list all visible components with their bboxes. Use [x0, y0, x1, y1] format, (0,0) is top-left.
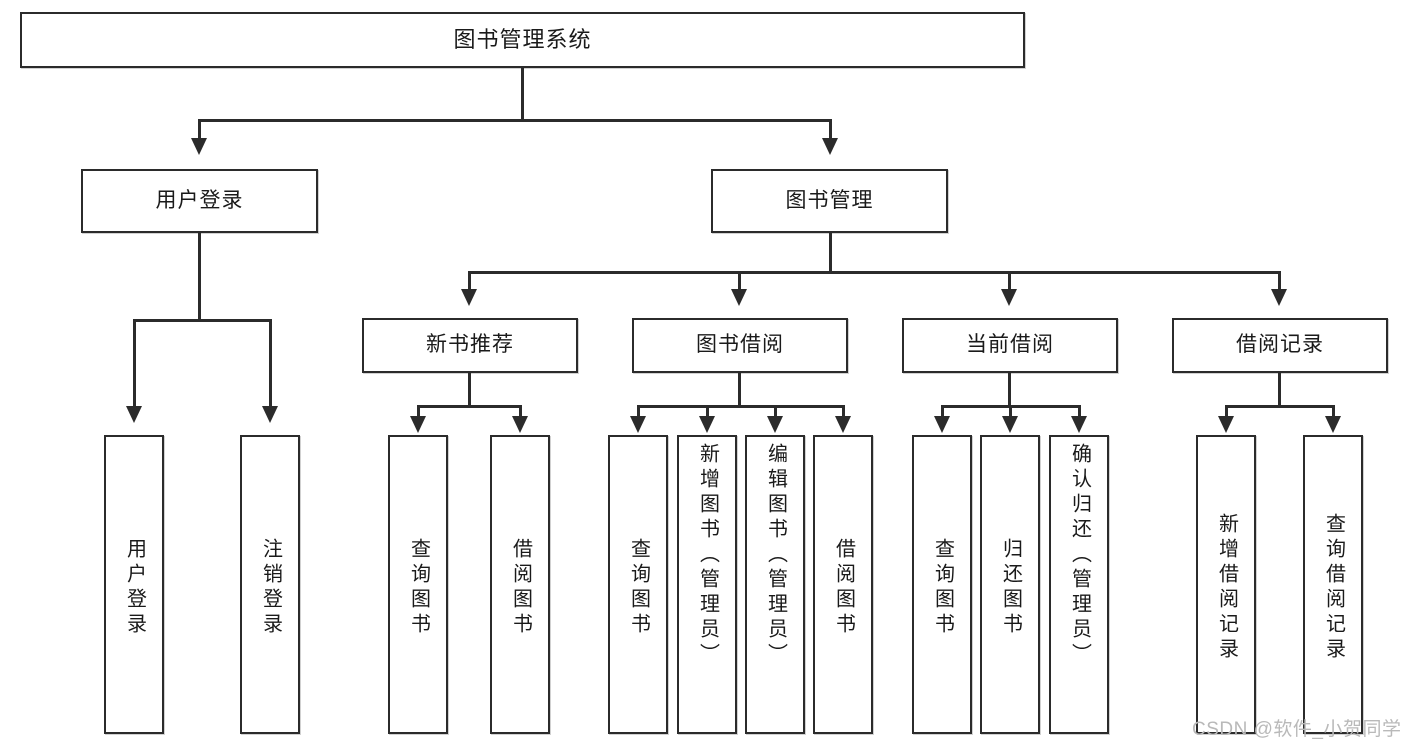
- node-borrow-record[interactable]: 借阅记录: [1172, 318, 1388, 373]
- leaf-return-book[interactable]: 归还图书: [980, 435, 1040, 734]
- connector-bookborrow-drop-2: [706, 405, 709, 417]
- connector-level3-drop-4: [1278, 271, 1281, 290]
- node-label: 借阅记录: [1236, 333, 1324, 357]
- connector-user-login-drop-1: [133, 319, 136, 407]
- connector-book-management-stem: [829, 233, 832, 273]
- connector-borrowrecord-bus: [1225, 405, 1335, 408]
- watermark-text: CSDN @软件_小贺同学: [1192, 719, 1402, 740]
- node-book-management[interactable]: 图书管理: [711, 169, 948, 233]
- leaf-user-login[interactable]: 用户登录: [104, 435, 164, 734]
- arrow-to-book-management: [822, 138, 838, 155]
- connector-level3-drop-1: [468, 271, 471, 290]
- arrow-to-leaf-borrow-book-1: [512, 416, 528, 433]
- connector-recommend-drop-1: [417, 405, 420, 417]
- arrow-to-leaf-query-book-3: [934, 416, 950, 433]
- leaf-edit-book-admin[interactable]: 编辑图书（管理员）: [745, 435, 805, 734]
- arrow-to-leaf-borrow-book-2: [835, 416, 851, 433]
- arrow-to-borrow-record: [1271, 289, 1287, 306]
- arrow-to-current-borrow: [1001, 289, 1017, 306]
- connector-bookborrow-bus: [637, 405, 845, 408]
- connector-currentborrow-drop-3: [1078, 405, 1081, 417]
- leaf-label: 查询借阅记录: [1322, 512, 1345, 663]
- arrow-to-leaf-query-record: [1325, 416, 1341, 433]
- leaf-label: 归还图书: [999, 537, 1022, 638]
- connector-bookborrow-drop-1: [637, 405, 640, 417]
- node-label: 图书管理: [785, 188, 874, 212]
- arrow-to-leaf-return-book: [1002, 416, 1018, 433]
- connector-recommend-drop-2: [519, 405, 522, 417]
- node-current-borrow[interactable]: 当前借阅: [902, 318, 1118, 373]
- connector-user-login-bus: [133, 319, 271, 322]
- leaf-query-book-current[interactable]: 查询图书: [912, 435, 972, 734]
- leaf-label: 借阅图书: [509, 537, 532, 638]
- node-user-login[interactable]: 用户登录: [81, 169, 318, 233]
- arrow-to-leaf-query-book-2: [630, 416, 646, 433]
- connector-level2-drop-right: [829, 119, 832, 139]
- connector-borrowrecord-drop-1: [1225, 405, 1228, 417]
- leaf-borrow-book[interactable]: 借阅图书: [813, 435, 873, 734]
- leaf-label: 用户登录: [123, 537, 146, 638]
- node-new-book-recommend[interactable]: 新书推荐: [362, 318, 578, 373]
- arrow-to-book-borrow: [731, 289, 747, 306]
- leaf-label: 查询图书: [627, 537, 650, 638]
- arrow-to-leaf-logout: [262, 406, 278, 423]
- leaf-label: 注销登录: [259, 537, 282, 638]
- leaf-add-book-admin[interactable]: 新增图书（管理员）: [677, 435, 737, 734]
- leaf-label: 新增图书（管理员）: [696, 443, 719, 668]
- leaf-query-book-borrow[interactable]: 查询图书: [608, 435, 668, 734]
- arrow-to-leaf-confirm-return: [1071, 416, 1087, 433]
- leaf-label: 查询图书: [407, 537, 430, 638]
- connector-borrowrecord-stem: [1278, 373, 1281, 407]
- node-label: 图书管理系统: [453, 27, 592, 53]
- connector-borrowrecord-drop-2: [1332, 405, 1335, 417]
- connector-currentborrow-drop-2: [1009, 405, 1012, 417]
- leaf-label: 查询图书: [931, 537, 954, 638]
- connector-recommend-stem: [468, 373, 471, 407]
- node-label: 当前借阅: [966, 333, 1054, 357]
- node-book-borrow[interactable]: 图书借阅: [632, 318, 848, 373]
- connector-recommend-bus: [417, 405, 522, 408]
- connector-user-login-drop-2: [269, 319, 272, 407]
- connector-level3-bus: [468, 271, 1278, 274]
- connector-user-login-stem: [198, 233, 201, 321]
- connector-bookborrow-stem: [738, 373, 741, 407]
- csdn-watermark: CSDN @软件_小贺同学: [1192, 714, 1401, 741]
- connector-level3-drop-3: [1008, 271, 1011, 290]
- node-root-system[interactable]: 图书管理系统: [20, 12, 1025, 68]
- leaf-borrow-book-recommend[interactable]: 借阅图书: [490, 435, 550, 734]
- leaf-label: 确认归还（管理员）: [1068, 443, 1091, 668]
- node-label: 新书推荐: [426, 333, 514, 357]
- connector-level2-bus: [198, 119, 831, 122]
- node-label: 用户登录: [155, 188, 244, 212]
- connector-currentborrow-drop-1: [941, 405, 944, 417]
- arrow-to-leaf-query-book-1: [410, 416, 426, 433]
- connector-root-stem: [521, 68, 524, 120]
- connector-currentborrow-stem: [1008, 373, 1011, 407]
- node-label: 图书借阅: [696, 333, 784, 357]
- arrow-to-leaf-edit-book: [767, 416, 783, 433]
- leaf-label: 新增借阅记录: [1215, 512, 1238, 663]
- leaf-add-borrow-record[interactable]: 新增借阅记录: [1196, 435, 1256, 734]
- leaf-query-borrow-record[interactable]: 查询借阅记录: [1303, 435, 1363, 734]
- leaf-query-book-recommend[interactable]: 查询图书: [388, 435, 448, 734]
- leaf-label: 借阅图书: [832, 537, 855, 638]
- arrow-to-leaf-add-book: [699, 416, 715, 433]
- arrow-to-new-book-recommend: [461, 289, 477, 306]
- connector-bookborrow-drop-3: [774, 405, 777, 417]
- connector-bookborrow-drop-4: [842, 405, 845, 417]
- leaf-label: 编辑图书（管理员）: [764, 443, 787, 668]
- leaf-confirm-return-admin[interactable]: 确认归还（管理员）: [1049, 435, 1109, 734]
- leaf-logout[interactable]: 注销登录: [240, 435, 300, 734]
- connector-level3-drop-2: [738, 271, 741, 290]
- connector-level2-drop-left: [198, 119, 201, 139]
- arrow-to-leaf-add-record: [1218, 416, 1234, 433]
- arrow-to-user-login: [191, 138, 207, 155]
- arrow-to-leaf-user-login: [126, 406, 142, 423]
